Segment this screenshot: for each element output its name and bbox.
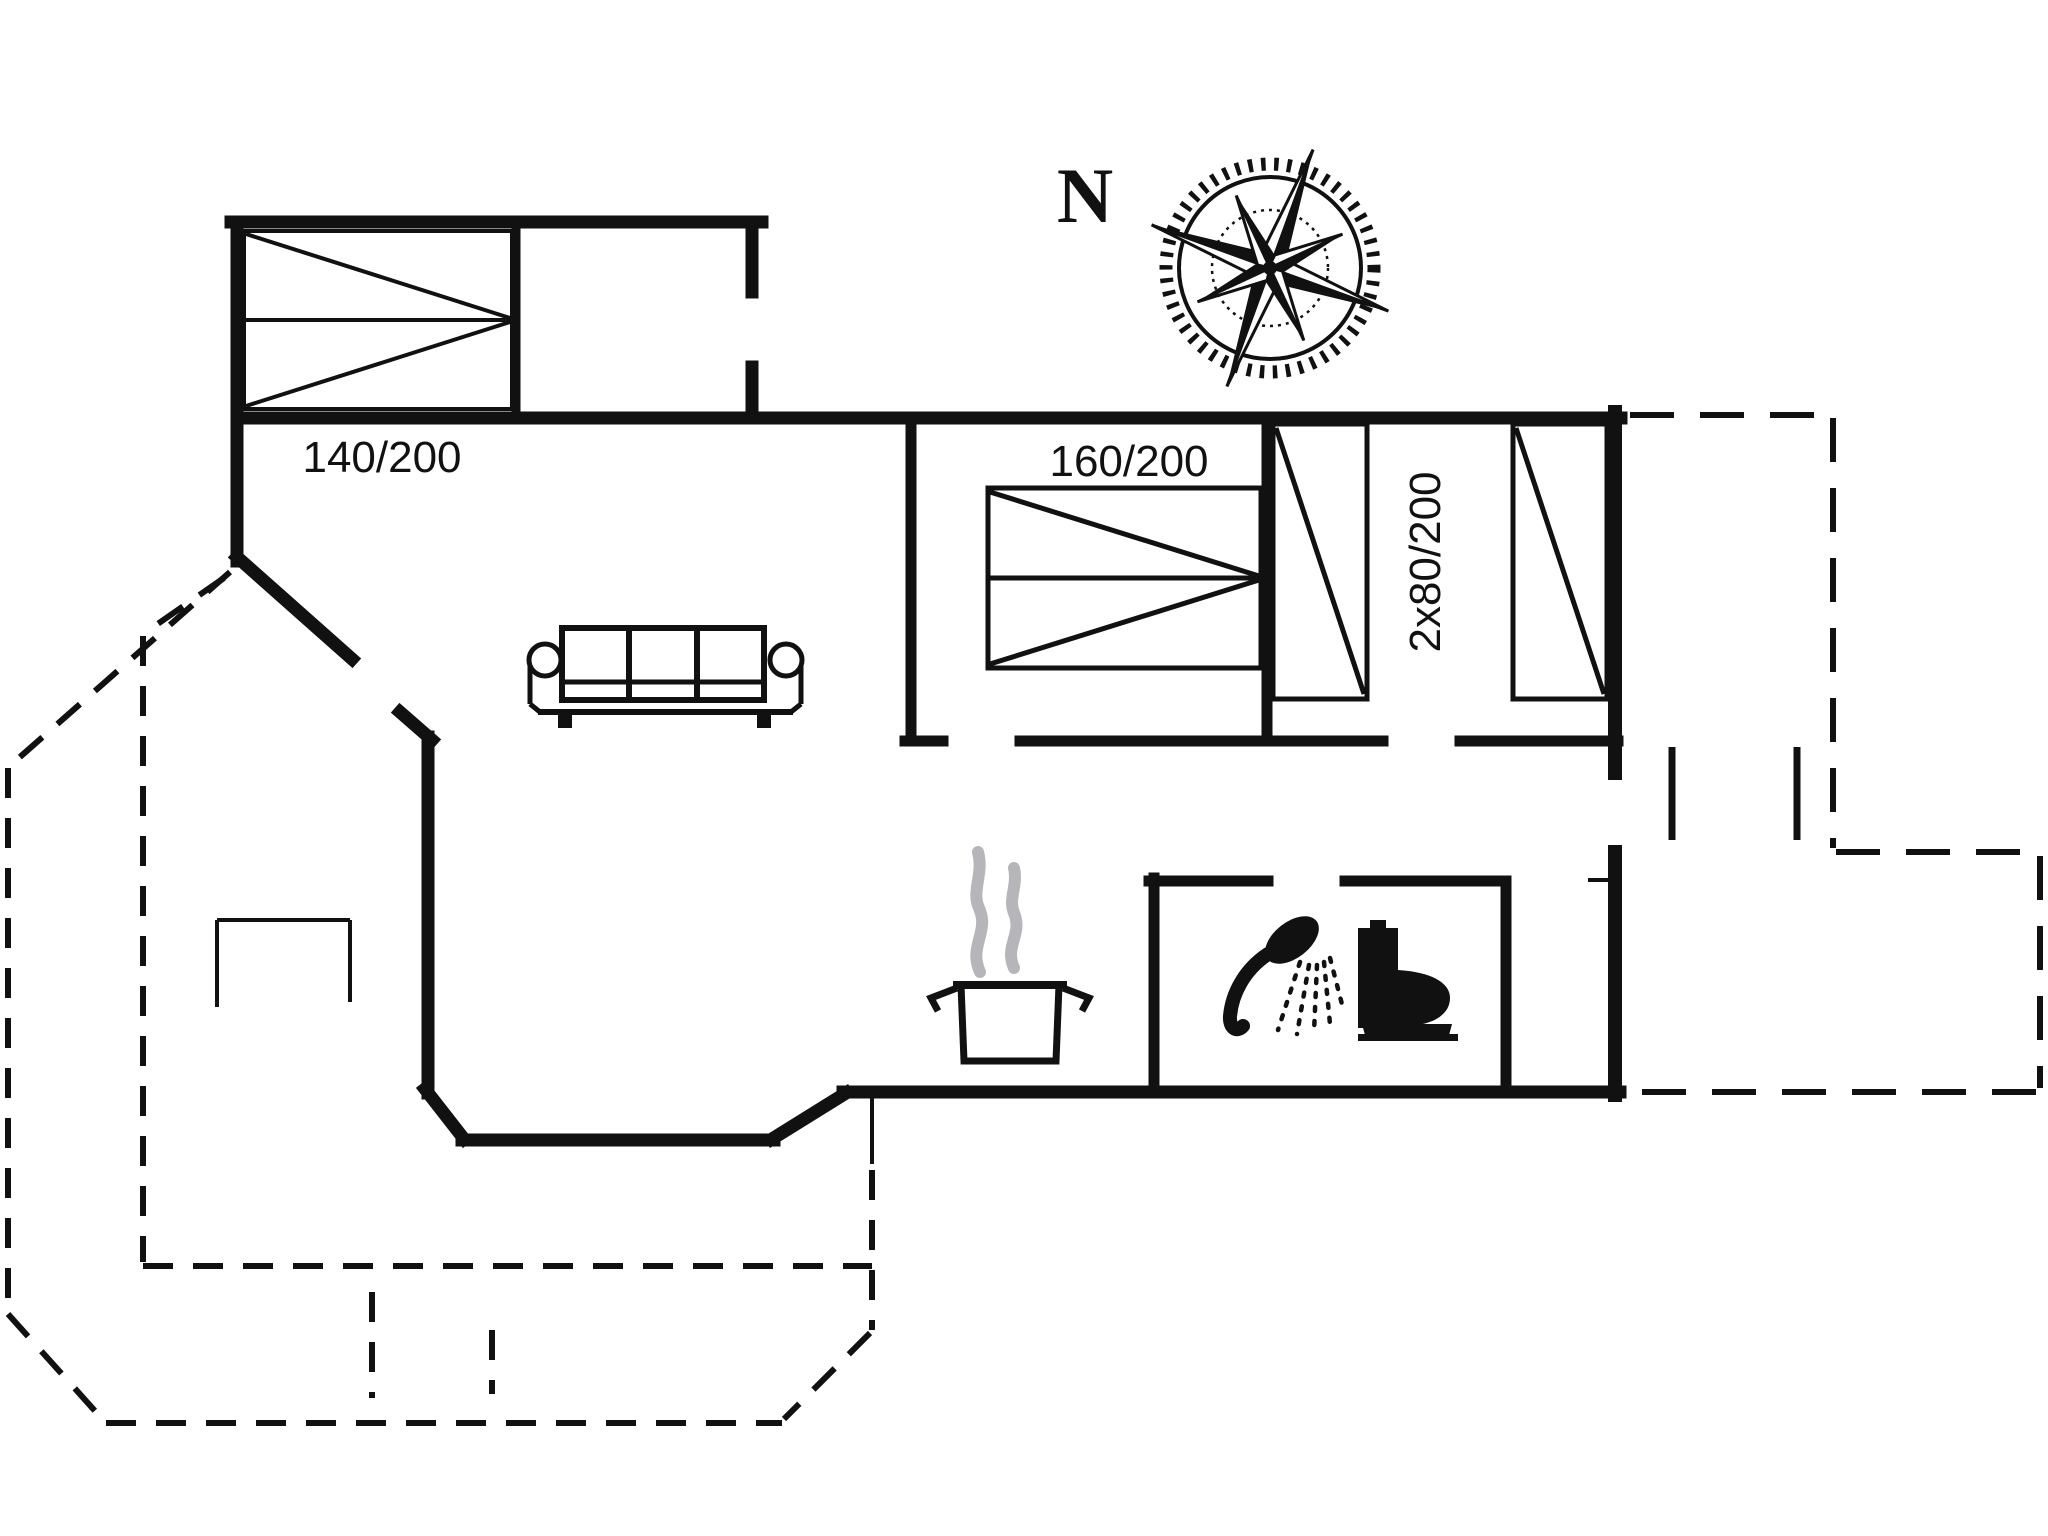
terrace-dashed-layer [5,412,2044,1426]
bed140-diagonal-bot [245,320,511,408]
cooking-pot-icon [931,985,1089,1061]
nw-diagonal-wall-a [227,547,362,669]
terrace-nw-diag-inner [144,575,226,635]
walls-layer [224,215,1628,1149]
bed-160-label: 160/200 [1049,437,1208,486]
terrace-nw-diag-outer [10,569,232,767]
bed80b-diagonal [1513,427,1607,695]
sofa-icon [529,628,802,728]
furniture-layer [215,229,1801,1164]
shower-icon [1230,907,1344,1034]
terrace-sw-diagonal [5,1311,107,1424]
terrace-mid-diagonal [781,1330,873,1422]
bed-80a-outline [1270,421,1370,702]
bed-2x80-label: 2x80/200 [1401,471,1450,652]
bed160-diagonal-bot [989,577,1260,667]
south-step-diagonal-east [763,1084,855,1148]
bed140-diagonal-top [245,232,511,320]
nw-diagonal-wall-b [390,702,442,750]
toilet-icon [1358,920,1458,1041]
north-label: N [1057,152,1113,239]
compass-rose-icon [1109,107,1432,430]
bed-140-label: 140/200 [302,433,461,482]
icons-layer [529,107,1458,1061]
steam-icon [976,852,1016,972]
bed160-diagonal-top [989,489,1260,579]
bed-80b-outline [1510,421,1610,702]
bed80a-diagonal [1273,427,1367,695]
labels-layer: 140/200 160/200 2x80/200 N [302,152,1450,653]
